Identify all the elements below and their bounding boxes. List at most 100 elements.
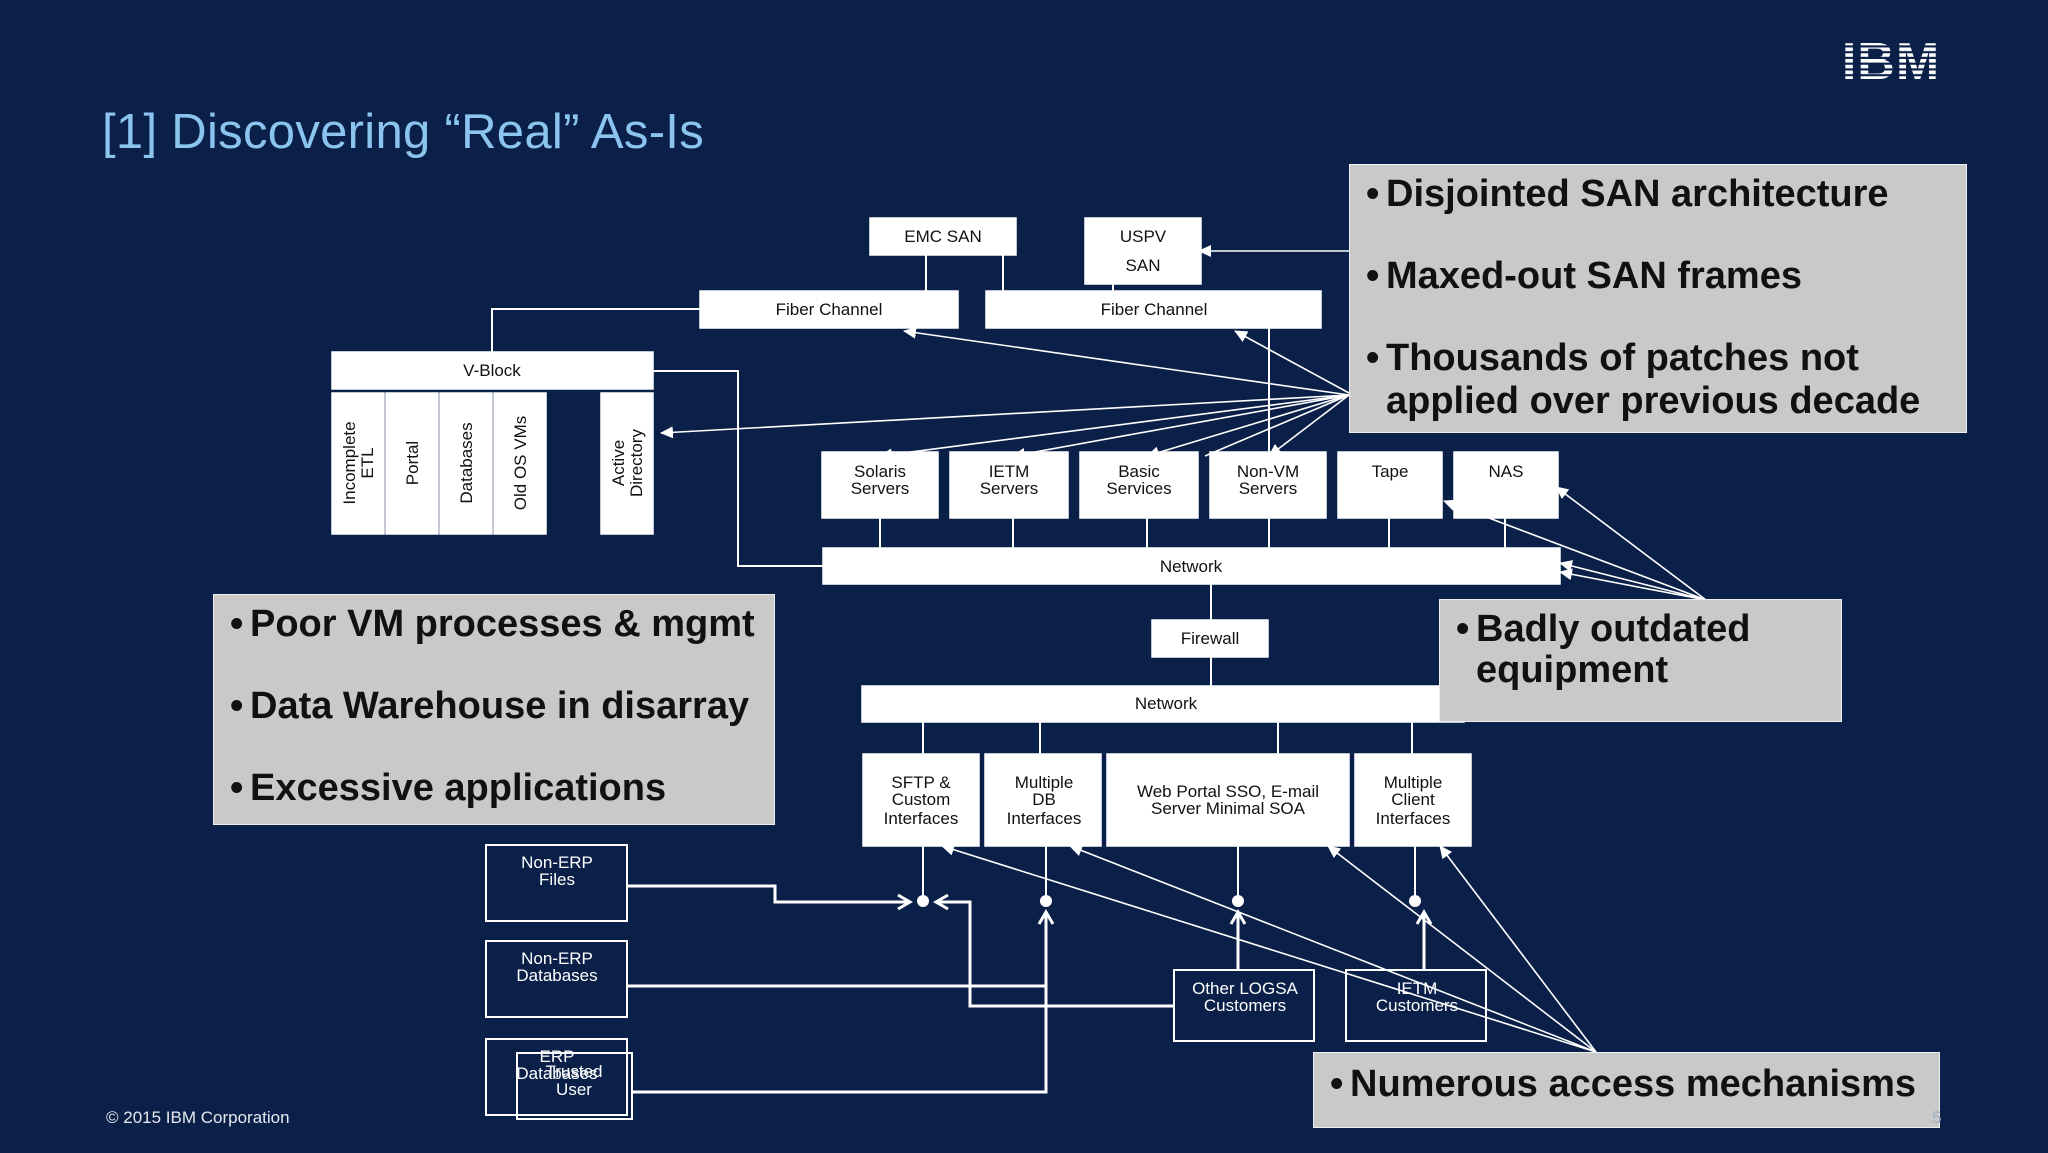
non-erp-databases-box [485,940,628,1018]
uspv-label-line1: USPV [1120,227,1167,246]
source-label-line1: ERP [540,1047,575,1066]
page-number: 5 [1932,1108,1942,1127]
copyright-text: © 2015 IBM Corporation [106,1108,290,1127]
diagram-boxes [331,217,1561,847]
trusted-user-box [516,1052,633,1120]
non-vm-servers-box [1209,451,1327,519]
interface-label-line2: Custom [892,790,951,809]
access-callout: •Numerous access mechanisms [1313,1052,1940,1128]
tape-label: Tape [1372,462,1409,481]
server-label-line2: Servers [851,479,910,498]
server-label-line1: Basic [1118,462,1160,481]
solaris-servers-box [821,451,939,519]
server-label-line2: Servers [980,479,1039,498]
box-labels: EMC SAN USPV SAN Fiber Channel Fiber Cha… [340,227,1523,828]
other-logsa-box [1173,969,1315,1042]
callout-bullet-continued: applied over previous decade [1386,380,1921,422]
vblock-col-oldos [493,392,547,535]
source-label-line2: Databases [516,966,597,985]
databases-label: Databases [457,422,476,503]
interface-label-line2: Server Minimal SOA [1151,799,1306,818]
callout-bullet: •Numerous access mechanisms [1330,1063,1917,1105]
interface-label-line1: SFTP & [891,773,951,792]
old-os-vms-label: Old OS VMs [511,416,530,510]
callout-bullet: •Data Warehouse in disarray [230,685,750,727]
interface-label-line3: Interfaces [1007,809,1082,828]
interface-label-line1: Multiple [1384,773,1443,792]
db-interfaces-box [984,753,1102,847]
sftp-interfaces-box [862,753,980,847]
interface-label-line1: Multiple [1015,773,1074,792]
server-label-line1: Solaris [854,462,906,481]
slide-title: [1] Discovering “Real” As-Is [102,105,705,159]
equipment-callout: •Badly outdated equipment [1439,599,1842,722]
web-portal-box [1106,753,1350,847]
fiber-channel-right-box [985,290,1322,329]
interface-label-line2: Client [1391,790,1435,809]
other-logsa-line2: Customers [1204,996,1286,1015]
incomplete-etl-line2: ETL [358,447,377,478]
callout-bullet: •Disjointed SAN architecture [1366,173,1889,215]
network-top-label: Network [1160,557,1223,576]
vblock-col-databases [439,392,493,535]
fiber-channel-left-label: Fiber Channel [776,300,883,319]
interface-label-line3: Interfaces [1376,809,1451,828]
network-bottom-label: Network [1135,694,1198,713]
firewall-label: Firewall [1181,629,1240,648]
trusted-user-line2: User [556,1080,592,1099]
other-logsa-line1: Other LOGSA [1192,979,1298,998]
network-top-box [822,547,1561,585]
callout-bullet: •Poor VM processes & mgmt [230,603,755,645]
portal-label: Portal [403,441,422,485]
source-label-line2: Databases [516,1064,597,1083]
interface-label-line2: DB [1032,790,1056,809]
server-label-line1: IETM [989,462,1030,481]
nas-box [1453,451,1559,519]
san-issues-callout: •Disjointed SAN architecture •Maxed-out … [1349,164,1967,433]
vblock-col-etl [331,392,385,535]
emc-san-label: EMC SAN [904,227,981,246]
server-label-line1: Non-VM [1237,462,1299,481]
uspv-label-line2: SAN [1126,256,1161,275]
firewall-box [1151,619,1269,658]
tape-box [1337,451,1443,519]
ietm-customers-box [1345,969,1487,1042]
fiber-channel-left-box [699,290,959,329]
interface-label-line1: Web Portal SSO, E-mail [1137,782,1319,801]
non-erp-files-box [485,844,628,922]
outlined-box-labels: Non-ERP Files Non-ERP Databases ERP Data… [516,853,1458,1099]
vblock-col-portal [385,392,439,535]
active-directory-line1: Active [609,440,628,486]
uspv-san-box [1084,217,1202,285]
callout-bullet-continued: equipment [1476,649,1669,691]
ietm-servers-box [949,451,1069,519]
vblock-header-box [331,351,654,390]
access-connectors [627,884,1433,1094]
source-label-line2: Files [539,870,575,889]
interface-label-line3: Interfaces [884,809,959,828]
source-label-line1: Non-ERP [521,949,593,968]
fiber-channel-right-label: Fiber Channel [1101,300,1208,319]
vblock-label: V-Block [463,361,521,380]
ibm-logo: IBM [1838,36,1944,82]
callout-bullet: •Maxed-out SAN frames [1366,255,1802,297]
ietm-customers-line2: Customers [1376,996,1458,1015]
outlined-boxes [485,844,1487,1120]
server-label-line2: Servers [1239,479,1298,498]
incomplete-etl-line1: Incomplete [340,421,359,504]
ietm-customers-line1: IETM [1397,979,1438,998]
callout-bullet: •Badly outdated [1456,608,1751,650]
active-directory-box [600,392,654,535]
junction-dots [917,895,1421,907]
trusted-user-line1: Trusted [545,1062,602,1081]
source-label-line1: Non-ERP [521,853,593,872]
basic-services-box [1079,451,1199,519]
vm-issues-callout: •Poor VM processes & mgmt •Data Warehous… [213,594,775,825]
emc-san-box [869,217,1017,256]
callout-bullet: •Thousands of patches not [1366,337,1859,379]
active-directory-line2: Directory [627,428,646,497]
client-interfaces-box [1354,753,1472,847]
server-label-line2: Services [1106,479,1171,498]
nas-label: NAS [1489,462,1524,481]
